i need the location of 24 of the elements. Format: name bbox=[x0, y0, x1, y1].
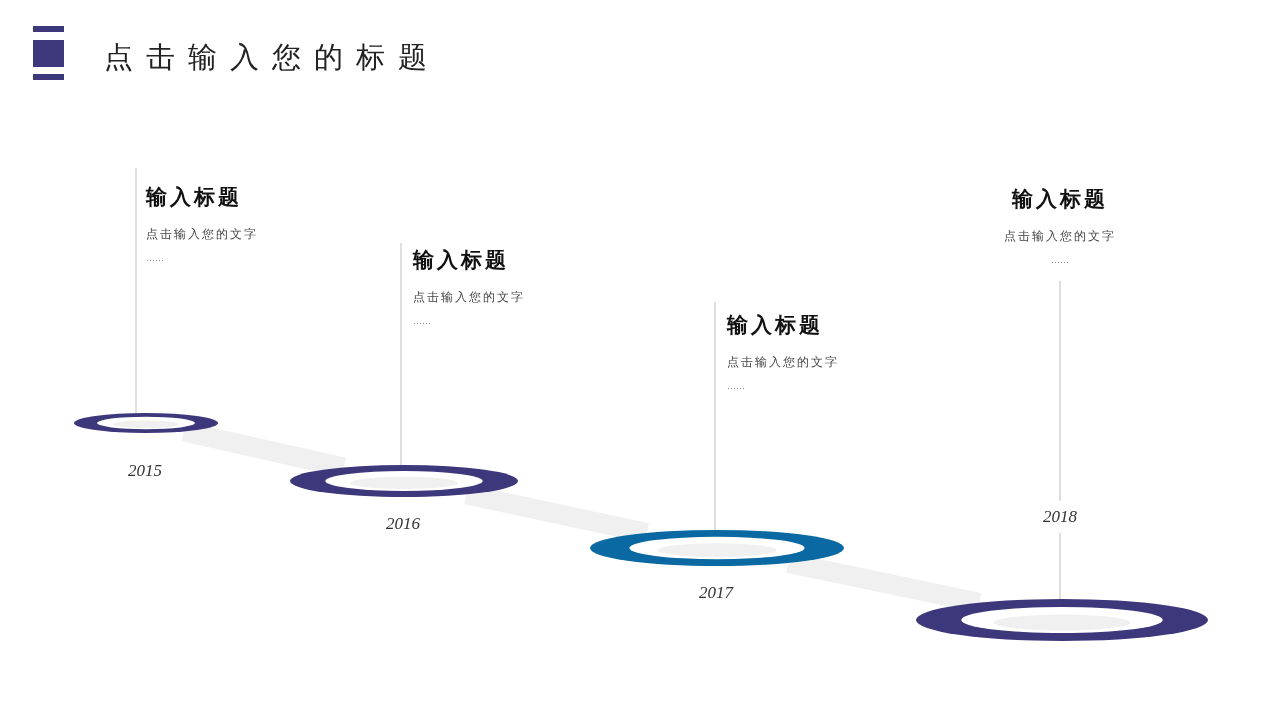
ellipsis-text: …… bbox=[727, 380, 745, 392]
ring-marker bbox=[290, 465, 518, 497]
connector-line bbox=[1059, 280, 1061, 600]
title: 点击输入您的标题 bbox=[104, 39, 440, 76]
ring-marker bbox=[916, 599, 1208, 641]
year-label: 2017 bbox=[699, 583, 733, 603]
ellipsis-text: …… bbox=[413, 315, 431, 327]
ellipsis-text: …… bbox=[1051, 254, 1069, 266]
ring-marker bbox=[74, 413, 218, 433]
year-label: 2015 bbox=[128, 461, 162, 481]
connector-line bbox=[400, 242, 402, 466]
heading: 输入标题 bbox=[1012, 186, 1108, 212]
year-label: 2016 bbox=[386, 514, 420, 534]
ellipsis-text: …… bbox=[146, 252, 164, 264]
heading: 输入标题 bbox=[727, 312, 823, 338]
heading: 输入标题 bbox=[146, 184, 242, 210]
body-text: 点击输入您的文字 bbox=[146, 226, 258, 242]
body-text: 点击输入您的文字 bbox=[727, 354, 839, 370]
connector-line bbox=[135, 167, 137, 414]
ring-marker bbox=[590, 530, 844, 566]
body-text: 点击输入您的文字 bbox=[413, 289, 525, 305]
connector-line bbox=[714, 301, 716, 531]
heading: 输入标题 bbox=[413, 247, 509, 273]
body-text: 点击输入您的文字 bbox=[1004, 228, 1116, 244]
